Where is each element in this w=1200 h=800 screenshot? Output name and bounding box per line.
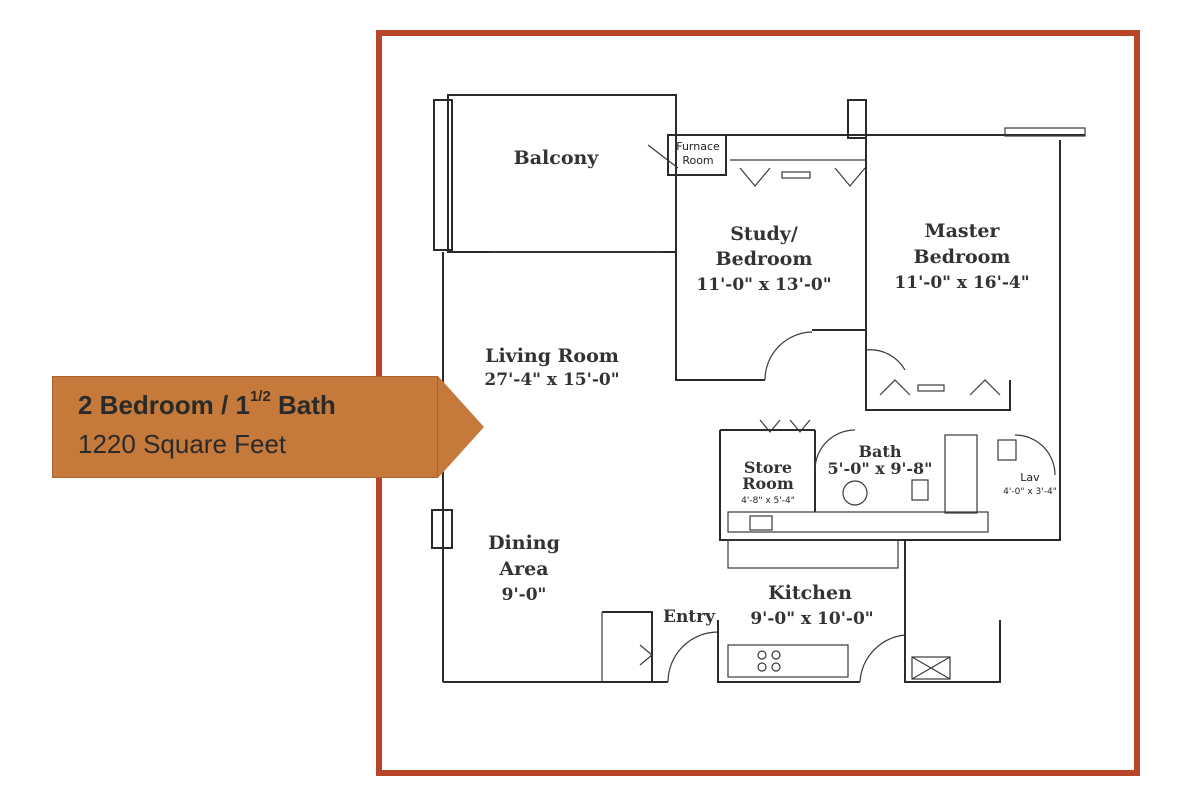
kitchen-dims: 9'-0" x 10'-0" xyxy=(750,609,873,629)
master-shelf xyxy=(917,384,945,392)
master-door xyxy=(865,349,906,371)
banner-body xyxy=(52,376,438,478)
dining-dims: 9'-0" xyxy=(502,585,547,605)
living-label: Living Room xyxy=(485,345,619,367)
balcony-walls xyxy=(447,94,677,253)
master-closet xyxy=(865,330,1011,411)
study-bottom-left xyxy=(675,175,765,381)
banner-subtitle: 1220 Square Feet xyxy=(78,429,287,459)
balcony-window xyxy=(433,99,453,251)
banner-arrow xyxy=(438,376,484,478)
bath-label: Bath xyxy=(859,442,902,461)
furnace-label-1: Furnace xyxy=(676,140,720,153)
balcony-label: Balcony xyxy=(514,147,600,169)
study-closet-door-2 xyxy=(834,167,866,187)
dining-label-1: Dining xyxy=(488,532,560,554)
master-right-wall xyxy=(905,140,1061,541)
banner-title-end: Bath xyxy=(270,390,336,420)
kitchen-label: Kitchen xyxy=(768,582,852,604)
kitchen-counter-top xyxy=(727,539,899,569)
banner-title: 2 Bedroom / 11/2 Bath xyxy=(78,388,336,421)
toilet xyxy=(911,479,929,501)
bath-door xyxy=(814,429,856,471)
burner-2 xyxy=(771,650,781,660)
entry-closet xyxy=(602,611,653,682)
burner-3 xyxy=(757,662,767,672)
sink xyxy=(842,480,868,506)
counter xyxy=(727,511,989,533)
floor-plan-frame xyxy=(376,30,1140,776)
bathtub xyxy=(944,434,978,514)
kitchen-counter-bottom xyxy=(727,644,849,678)
store-door-2 xyxy=(789,419,811,433)
store-label-1: Store xyxy=(744,458,792,477)
dining-label-2: Area xyxy=(498,558,548,580)
study-label-2: Bedroom xyxy=(716,248,813,270)
living-dims: 27'-4" x 15'-0" xyxy=(484,370,619,390)
entry-label: Entry xyxy=(663,607,716,627)
bath-dims: 5'-0" x 9'-8" xyxy=(828,459,933,478)
vent xyxy=(749,515,773,531)
dining-window xyxy=(431,509,453,549)
kitchen-door xyxy=(859,634,906,683)
pillar xyxy=(847,99,867,139)
study-label-1: Study/ xyxy=(730,223,798,245)
store-door-1 xyxy=(759,419,781,433)
kitchen-bottom xyxy=(717,620,860,683)
master-dims: 11'-0" x 16'-4" xyxy=(894,273,1029,293)
store-dims: 4'-8" x 5'-4" xyxy=(741,496,795,506)
lav-label: Lav xyxy=(1020,471,1040,484)
plan-banner: 2 Bedroom / 11/2 Bath 1220 Square Feet xyxy=(52,376,484,478)
furnace-label-2: Room xyxy=(682,154,713,167)
master-closet-door-1 xyxy=(879,379,911,396)
entry-door xyxy=(667,631,719,683)
master-label-2: Bedroom xyxy=(914,246,1011,268)
study-door xyxy=(764,331,813,381)
lav-dims: 4'-0" x 3'-4" xyxy=(1003,487,1057,497)
burner-4 xyxy=(771,662,781,672)
utility-box xyxy=(911,656,951,680)
burner-1 xyxy=(757,650,767,660)
lav-sink xyxy=(997,439,1017,461)
master-label-1: Master xyxy=(925,220,1001,242)
master-window xyxy=(1004,127,1086,137)
lav-door xyxy=(1014,434,1056,476)
entry-closet-door xyxy=(639,644,653,666)
study-closet-door-1 xyxy=(739,167,771,187)
study-dims: 11'-0" x 13'-0" xyxy=(696,275,831,295)
utility-x2 xyxy=(911,656,951,680)
furnace-door xyxy=(647,144,679,169)
banner-title-fraction: 1/2 xyxy=(249,388,271,405)
store-label-2: Room xyxy=(742,474,794,493)
banner-title-main: 2 Bedroom / 1 xyxy=(78,390,250,420)
study-shelf xyxy=(781,171,811,179)
kitchen-right xyxy=(904,540,1001,683)
master-closet-door-2 xyxy=(969,379,1001,396)
